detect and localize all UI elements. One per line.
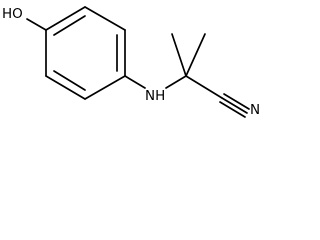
bond-carbon-nitrile <box>185 75 223 99</box>
hydroxyl-label: HO <box>2 6 23 22</box>
bond-methyl-right <box>185 33 206 77</box>
ring-double-bond-1 <box>53 15 86 36</box>
bond-hydroxyl-ring <box>26 18 47 31</box>
amine-label: NH <box>145 88 165 104</box>
bond-ring-nh <box>124 75 146 89</box>
ring-bond-5 <box>45 75 86 100</box>
ring-bond-2 <box>84 6 126 31</box>
ring-double-bond-3 <box>53 70 86 91</box>
ring-bond-4 <box>84 75 126 100</box>
triple-bond-line-1 <box>221 97 248 114</box>
bond-nh-carbon <box>165 75 187 89</box>
ring-bond-1 <box>45 6 86 31</box>
benzene-ring <box>45 6 126 100</box>
chemical-structure: HO NH N <box>2 6 260 118</box>
triple-bond-line-3 <box>219 101 246 118</box>
bond-methyl-left <box>171 33 187 77</box>
triple-bond-line-2 <box>223 93 250 110</box>
triple-bond-nitrile <box>219 93 250 118</box>
nitrile-nitrogen-label: N <box>250 102 260 118</box>
